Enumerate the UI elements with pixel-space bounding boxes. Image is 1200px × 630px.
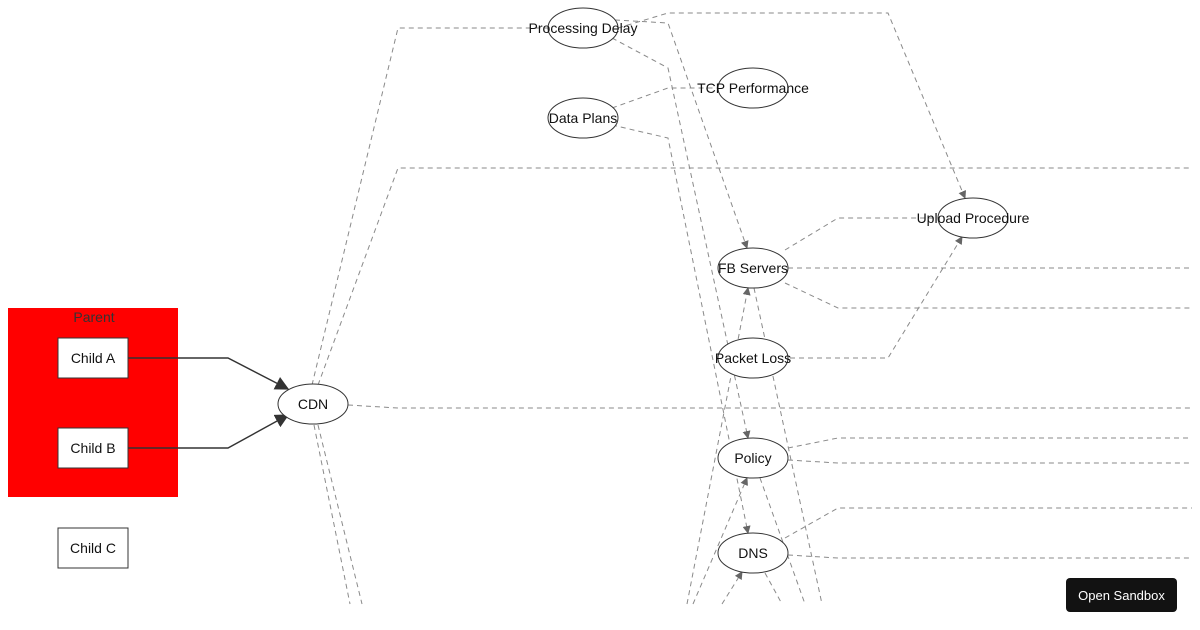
edge [614, 19, 749, 249]
node-child-a[interactable]: Child A [57, 337, 129, 379]
node-cdn[interactable]: CDN [277, 383, 349, 425]
node-packet-loss-label: Packet Loss [715, 350, 791, 366]
node-policy[interactable]: Policy [717, 437, 789, 479]
edge [617, 12, 967, 199]
node-child-b-label: Child B [70, 440, 115, 456]
node-upload-procedure[interactable]: Upload Procedure [917, 197, 1030, 239]
edge [787, 437, 1192, 449]
node-processing-delay[interactable]: Processing Delay [529, 7, 638, 49]
node-data-plans-label: Data Plans [549, 110, 617, 126]
edge [692, 477, 748, 605]
edge-child-b-to-cdn [128, 414, 290, 449]
node-packet-loss[interactable]: Packet Loss [715, 337, 791, 379]
edge [611, 124, 751, 534]
edge [759, 477, 806, 605]
edge [787, 554, 1192, 559]
edge [311, 27, 548, 386]
edge [317, 424, 363, 605]
edge [764, 572, 783, 605]
edge [611, 37, 751, 439]
node-child-c[interactable]: Child C [57, 527, 129, 569]
edge [721, 571, 743, 605]
node-processing-delay-label: Processing Delay [529, 20, 638, 36]
edge [784, 282, 1192, 309]
node-data-plans[interactable]: Data Plans [547, 97, 619, 139]
dashed-edges [311, 12, 1192, 605]
node-dns[interactable]: DNS [717, 532, 789, 574]
node-fb-servers-label: FB Servers [718, 260, 788, 276]
node-upload-procedure-label: Upload Procedure [917, 210, 1030, 226]
edge [784, 507, 1192, 539]
open-sandbox-button[interactable]: Open Sandbox [1066, 578, 1177, 612]
node-tcp-performance-label: TCP Performance [697, 80, 809, 96]
edge [784, 217, 938, 251]
node-cdn-label: CDN [298, 396, 328, 412]
edge [313, 424, 351, 605]
node-tcp-performance[interactable]: TCP Performance [697, 67, 809, 109]
node-dns-label: DNS [738, 545, 768, 561]
edge [790, 236, 963, 359]
edge [611, 87, 720, 109]
node-child-a-label: Child A [71, 350, 116, 366]
edge [787, 459, 1192, 464]
node-child-c-label: Child C [70, 540, 116, 556]
edge-child-a-to-cdn [128, 357, 290, 390]
parent-group[interactable] [8, 308, 178, 497]
edge [347, 404, 1192, 409]
node-child-b[interactable]: Child B [57, 427, 129, 469]
edge [317, 167, 1192, 386]
node-policy-label: Policy [734, 450, 771, 466]
node-fb-servers[interactable]: FB Servers [717, 247, 789, 289]
parent-group-label: Parent [73, 309, 114, 325]
